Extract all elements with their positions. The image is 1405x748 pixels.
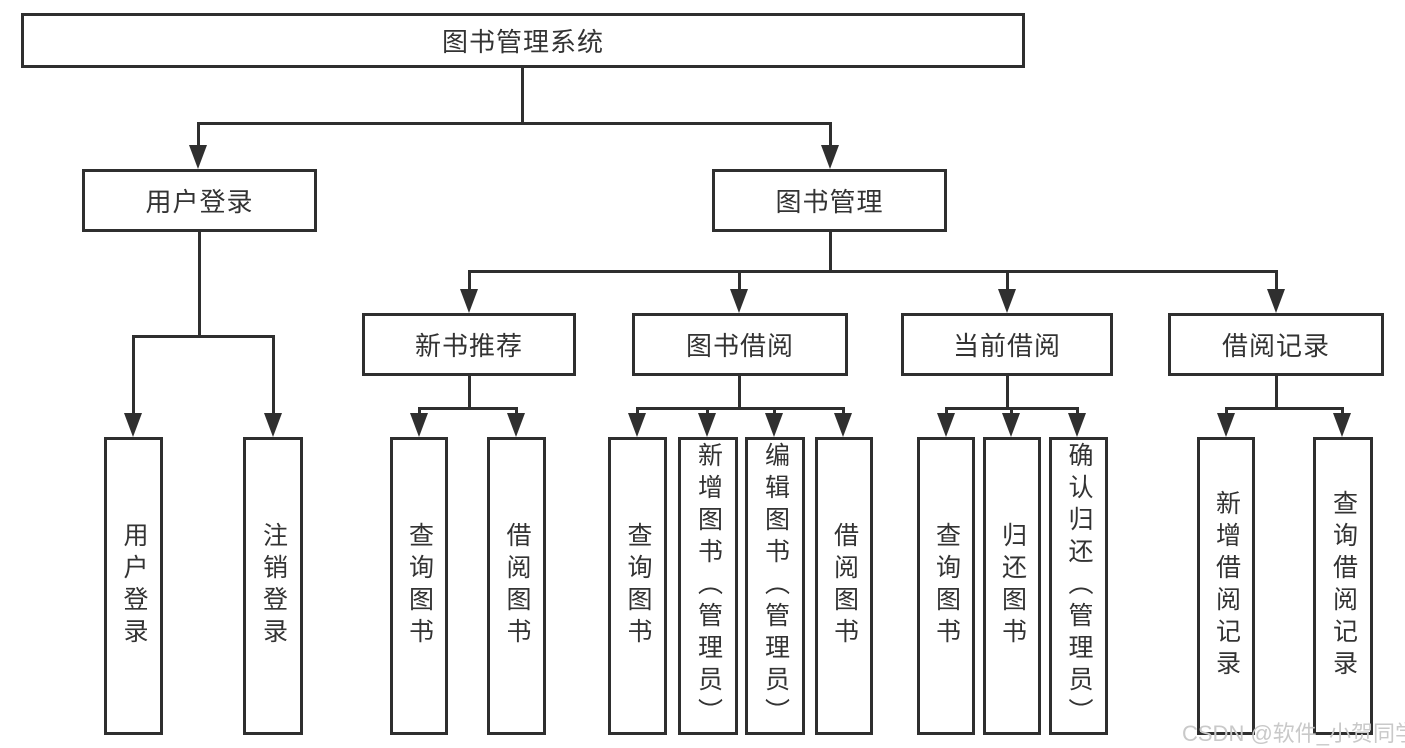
node-borrow-records: 借阅记录	[1168, 313, 1384, 376]
leaf-logout: 注销登录	[243, 437, 303, 735]
connector-new-book-stem	[468, 376, 471, 407]
connector-drop	[945, 407, 948, 413]
connector-borrow-bus	[636, 407, 844, 410]
connector-drop-records	[1275, 270, 1278, 289]
connector-drop-borrow	[738, 270, 741, 289]
arrow-down-icon	[628, 413, 646, 437]
connector-drop	[515, 407, 518, 413]
connector-drop-current	[1006, 270, 1009, 289]
connector-new-book-bus	[418, 407, 518, 410]
connector-drop	[636, 407, 639, 413]
leaf-current-confirm-return-admin: 确认归还（管理员）	[1049, 437, 1108, 735]
connector-root-bus	[197, 122, 832, 125]
leaf-borrow-query-books: 查询图书	[608, 437, 667, 735]
node-book-borrow: 图书借阅	[632, 313, 848, 376]
leaf-borrow-add-books-admin: 新增图书（管理员）	[678, 437, 738, 735]
connector-borrow-stem	[738, 376, 741, 407]
connector-drop-book-mgmt	[829, 122, 832, 145]
arrow-down-icon	[698, 413, 716, 437]
connector-root-stem	[521, 68, 524, 122]
arrow-down-icon	[765, 413, 783, 437]
leaf-user-login: 用户登录	[104, 437, 163, 735]
arrow-down-icon	[1267, 289, 1285, 313]
node-root-library-system: 图书管理系统	[21, 13, 1025, 68]
connector-drop	[1341, 407, 1344, 413]
connector-drop	[1225, 407, 1228, 413]
connector-drop	[1076, 407, 1079, 413]
connector-drop-login	[132, 335, 135, 413]
node-current-borrow: 当前借阅	[901, 313, 1113, 376]
connector-drop	[773, 407, 776, 413]
arrow-down-icon	[937, 413, 955, 437]
connector-drop	[842, 407, 845, 413]
connector-drop	[418, 407, 421, 413]
connector-records-stem	[1275, 376, 1278, 407]
arrow-down-icon	[834, 413, 852, 437]
arrow-down-icon	[1217, 413, 1235, 437]
csdn-watermark: CSDN @软件_小贺同学	[1182, 721, 1405, 746]
connector-drop-new-book	[468, 270, 471, 289]
connector-drop	[1010, 407, 1013, 413]
arrow-down-icon	[1068, 413, 1086, 437]
leaf-recommend-query-books: 查询图书	[390, 437, 448, 735]
leaf-recommend-borrow-books: 借阅图书	[487, 437, 546, 735]
arrow-down-icon	[1333, 413, 1351, 437]
arrow-down-icon	[998, 289, 1016, 313]
arrow-down-icon	[1002, 413, 1020, 437]
connector-records-bus	[1225, 407, 1344, 410]
arrow-down-icon	[124, 413, 142, 437]
arrow-down-icon	[821, 145, 839, 169]
leaf-current-query-books: 查询图书	[917, 437, 975, 735]
leaf-borrow-borrow-books: 借阅图书	[815, 437, 873, 735]
connector-book-mgmt-stem	[829, 232, 832, 270]
arrow-down-icon	[410, 413, 428, 437]
connector-book-mgmt-bus	[468, 270, 1278, 273]
node-book-management: 图书管理	[712, 169, 947, 232]
connector-drop-logout	[272, 335, 275, 413]
connector-drop	[706, 407, 709, 413]
leaf-borrow-edit-books-admin: 编辑图书（管理员）	[745, 437, 805, 735]
leaf-records-add-record: 新增借阅记录	[1197, 437, 1255, 735]
arrow-down-icon	[730, 289, 748, 313]
arrow-down-icon	[507, 413, 525, 437]
connector-user-login-stem	[198, 232, 201, 335]
arrow-down-icon	[460, 289, 478, 313]
connector-current-stem	[1006, 376, 1009, 407]
leaf-records-query-record: 查询借阅记录	[1313, 437, 1373, 735]
node-new-book-recommend: 新书推荐	[362, 313, 576, 376]
arrow-down-icon	[189, 145, 207, 169]
leaf-current-return-books: 归还图书	[983, 437, 1041, 735]
node-user-login: 用户登录	[82, 169, 317, 232]
connector-user-login-bus	[132, 335, 275, 338]
arrow-down-icon	[264, 413, 282, 437]
connector-drop-user-login	[197, 122, 200, 145]
